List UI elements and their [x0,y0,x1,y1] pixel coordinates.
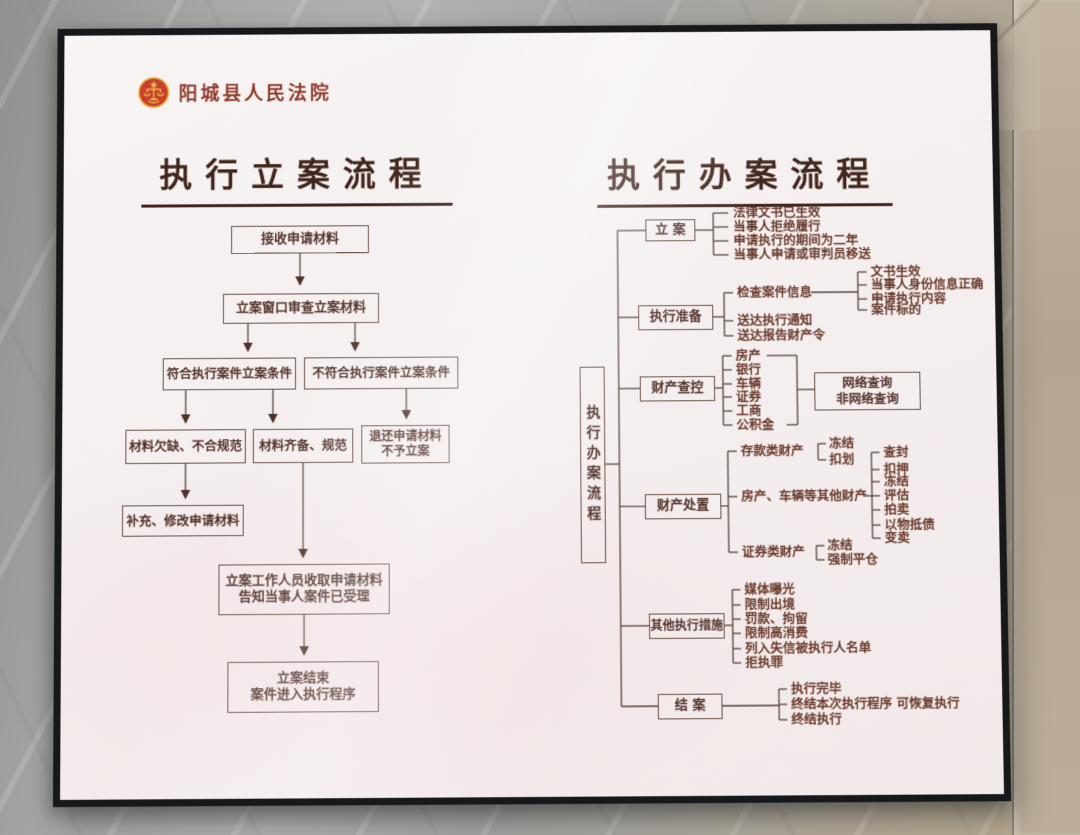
flow-subitem: 拍卖 [884,501,910,517]
box-materials-missing: 材料欠缺、不合规范 [125,429,246,465]
flow-item: 执行完毕 [790,680,842,697]
box-qualified: 符合执行案件立案条件 [162,357,297,391]
box-query-methods: 网络查询 非网络查询 [814,371,921,411]
section-box-other-measures: 其他执行措施 [648,613,725,640]
flow-item: 存款类财产 [740,442,804,459]
court-name: 阳城县人民法院 [178,82,332,105]
poster-frame: 阳城县人民法院 执行立案流程 执行办案流程 接收申请材料 立案窗口审查立案材料 … [53,23,1011,807]
right-chart-title: 执行办案流程 [596,147,893,208]
flow-item: 限制高消费 [744,624,809,641]
flow-item: 送达报告财产令 [737,327,826,343]
root-box-case-handling: 执行办案流程 [579,366,607,564]
flow-item: 当事人申请或审判员移送 [733,246,872,262]
box-return-materials: 退还申请材料 不予立案 [361,424,450,464]
flow-subitem: 案件标的 [871,301,922,317]
flow-subitem: 冻结 [828,435,855,451]
section-box-asset-disposal: 财产处置 [644,493,722,520]
flow-subitem: 变卖 [884,529,910,546]
box-accepted: 立案工作人员收取申请材料 告知当事人案件已受理 [218,563,390,616]
box-unqualified: 不符合执行案件立案条件 [304,356,459,390]
flow-lines [60,30,1004,800]
flow-item: 媒体曝光 [744,581,795,597]
box-filing-finished: 立案结束 案件进入执行程序 [227,661,379,713]
court-emblem-icon [138,77,170,109]
poster-header: 阳城县人民法院 [138,76,332,109]
flow-subitem: 扣划 [829,451,855,467]
wall-right-panel [1012,0,1080,835]
flow-item: 房产、车辆等其他财产 [741,487,868,504]
box-supplement: 补充、修改申请材料 [121,504,244,537]
box-materials-complete: 材料齐备、规范 [252,428,354,464]
flow-item: 送达执行通知 [737,312,813,328]
flow-item: 检查案件信息 [736,284,813,300]
poster: 阳城县人民法院 执行立案流程 执行办案流程 接收申请材料 立案窗口审查立案材料 … [60,30,1004,800]
flow-item: 终结本次执行程序 可恢复执行 [791,695,960,712]
flow-subitem: 强制平仓 [827,551,879,567]
section-box-asset-inquiry: 财产查控 [639,375,716,402]
flow-subitem: 查封 [883,444,909,460]
section-box-preparation: 执行准备 [638,304,714,331]
flow-item: 终结执行 [791,711,843,727]
flow-item: 证券类财产 [741,543,805,560]
box-receive-materials: 接收申请材料 [231,225,369,254]
flow-item: 公积金 [736,416,775,433]
section-box-filing: 立 案 [645,219,696,242]
section-box-closing: 结 案 [657,693,723,720]
left-chart-title: 执行立案流程 [141,147,453,208]
box-window-review: 立案窗口审查立案材料 [222,292,380,324]
flow-item: 拒执罪 [745,654,784,670]
